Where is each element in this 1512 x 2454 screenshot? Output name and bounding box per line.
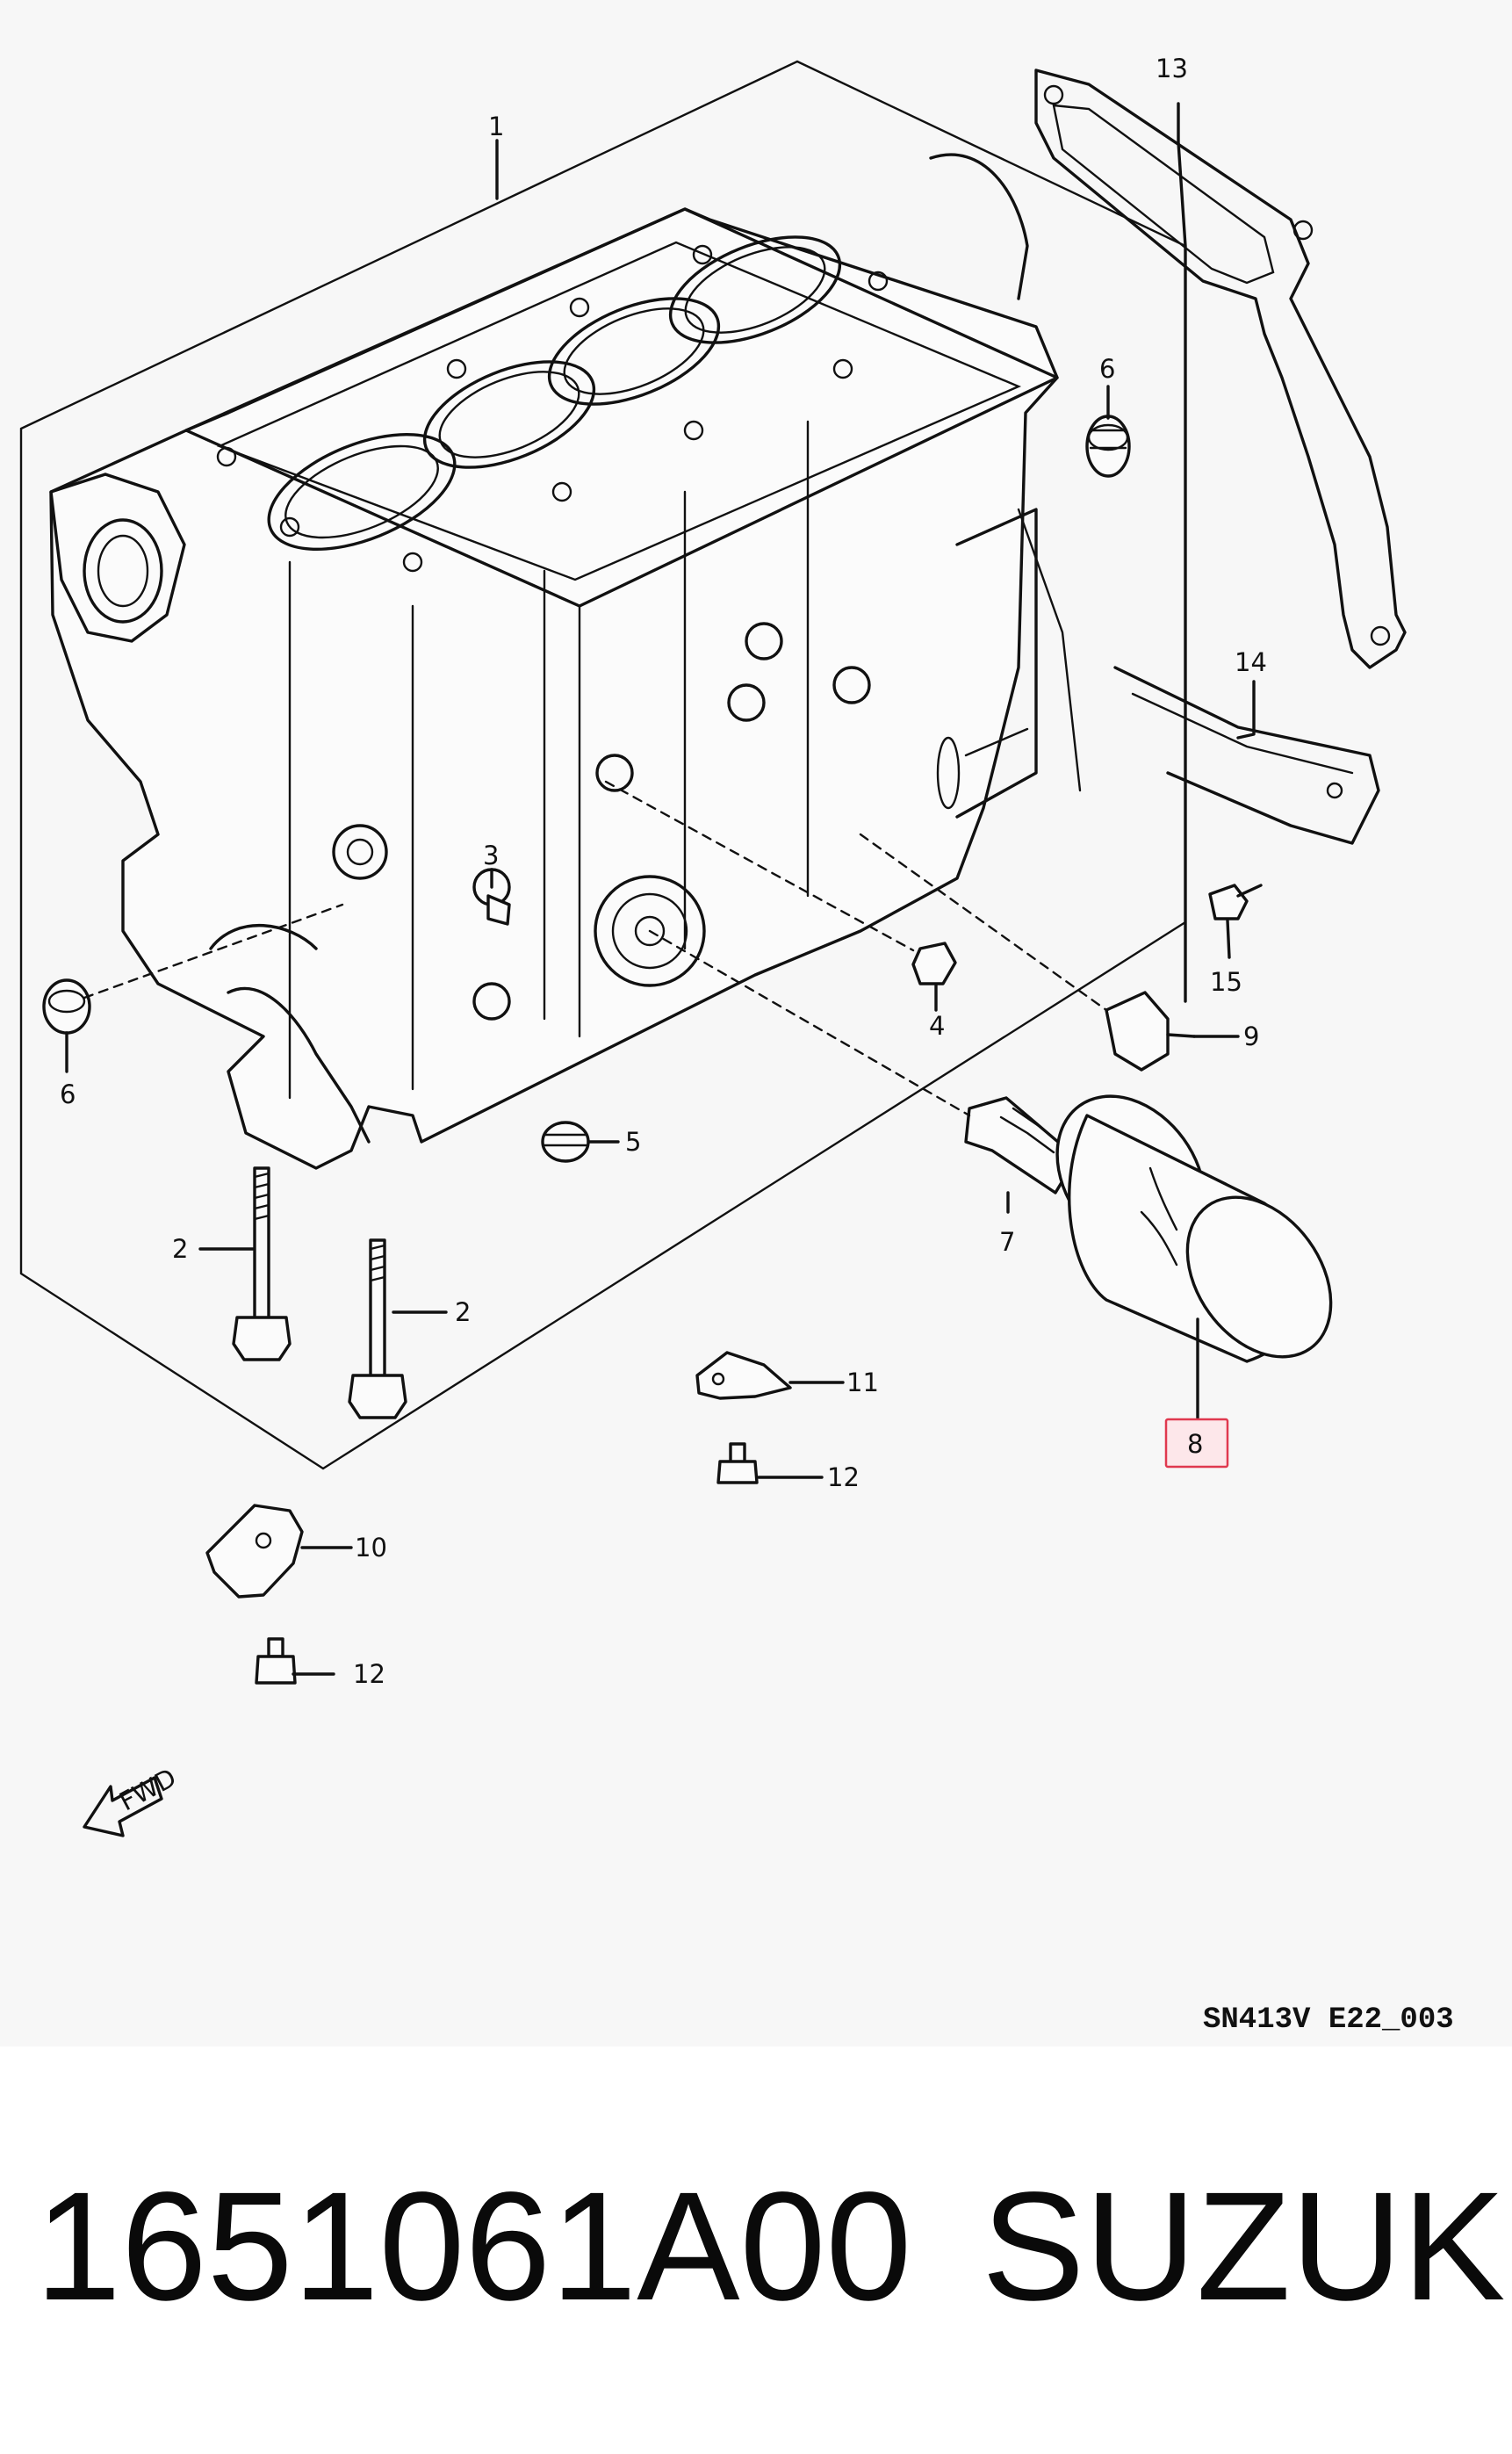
- brand-name: SUZUKI: [982, 2161, 1512, 2333]
- callout-15: 15: [1210, 967, 1242, 997]
- gasket-13: [1034, 69, 1407, 669]
- engine-block-exploded-view: 1 2 2 3 4 5 6 6 7 8 9 10 11 12 12 13 14 …: [19, 54, 1454, 2037]
- callout-1: 1: [488, 112, 504, 141]
- callout-6-upper: 6: [1099, 354, 1115, 384]
- bolt-15: [1208, 884, 1263, 920]
- fwd-arrow-icon: FWD: [83, 1763, 181, 1837]
- plug-6-upper: [1085, 415, 1131, 478]
- stud-3: [486, 894, 511, 926]
- leader-lines: [65, 102, 1256, 1676]
- callout-10: 10: [355, 1533, 387, 1563]
- plug-5: [541, 1121, 590, 1163]
- fwd-label: FWD: [114, 1763, 181, 1817]
- callout-8: 8: [1187, 1429, 1203, 1459]
- bolt-2-right: [348, 1238, 407, 1419]
- bracket-10: [205, 1504, 304, 1599]
- cylinder-bore-3: [547, 297, 721, 406]
- cylinder-block: [49, 153, 1082, 1170]
- callout-12-upper: 12: [827, 1462, 860, 1492]
- bracket-11: [695, 1351, 792, 1400]
- callout-13: 13: [1156, 54, 1188, 83]
- bolt-12-lower: [255, 1637, 297, 1685]
- callout-2-left: 2: [172, 1234, 188, 1264]
- footer: [0, 2046, 1512, 2454]
- gasket-14: [1113, 666, 1380, 845]
- oil-filter-8: [1055, 1094, 1333, 1469]
- callout-3: 3: [483, 841, 499, 870]
- callout-14: 14: [1235, 647, 1267, 677]
- part-number: 1651061A00: [35, 2161, 912, 2333]
- callout-12-lower: 12: [353, 1659, 385, 1689]
- callout-6-lower: 6: [60, 1079, 76, 1109]
- bolt-12-upper: [716, 1442, 759, 1484]
- callout-5: 5: [625, 1127, 641, 1157]
- switch-9: [859, 833, 1196, 1072]
- cylinder-bore-1: [267, 432, 457, 552]
- callout-2-right: 2: [455, 1297, 471, 1327]
- bolt-2-left: [232, 1166, 292, 1361]
- callout-9: 9: [1243, 1021, 1259, 1051]
- callout-labels: 1 2 2 3 4 5 6 6 7 8 9 10 11 12 12 13 14 …: [60, 54, 1267, 1689]
- callout-4: 4: [929, 1011, 945, 1041]
- cylinder-bore-4: [668, 235, 842, 344]
- parts-diagram: 1 2 2 3 4 5 6 6 7 8 9 10 11 12 12 13 14 …: [19, 54, 1454, 2037]
- callout-11: 11: [846, 1368, 879, 1397]
- cylinder-bore-2: [422, 360, 596, 469]
- union-bolt-7: [648, 929, 1078, 1195]
- diagram-code: SN413V E22_003: [1203, 2003, 1454, 2037]
- callout-7: 7: [999, 1227, 1015, 1257]
- nut-4: [604, 780, 957, 985]
- callout-8-highlight: [1164, 1418, 1229, 1469]
